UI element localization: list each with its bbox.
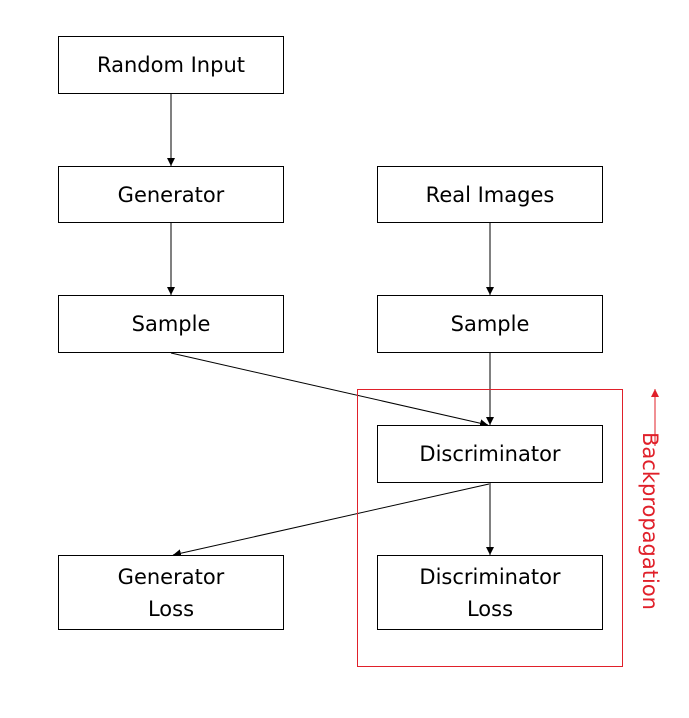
edge-generated-sample-to-discriminator (170, 352, 489, 428)
real-images-node: Real Images (377, 166, 603, 223)
real-sample-node: Sample (377, 295, 603, 353)
generator-loss-node: Generator Loss (58, 555, 284, 630)
discriminator-loss-node: Discriminator Loss (377, 555, 603, 630)
backpropagation-region (357, 389, 623, 667)
random-input-node: Random Input (58, 36, 284, 94)
backpropagation-label: Backpropagation (638, 432, 662, 610)
edge-discriminator-to-generator-loss (172, 483, 490, 558)
discriminator-node: Discriminator (377, 425, 603, 483)
generated-sample-node: Sample (58, 295, 284, 353)
generator-node: Generator (58, 166, 284, 223)
